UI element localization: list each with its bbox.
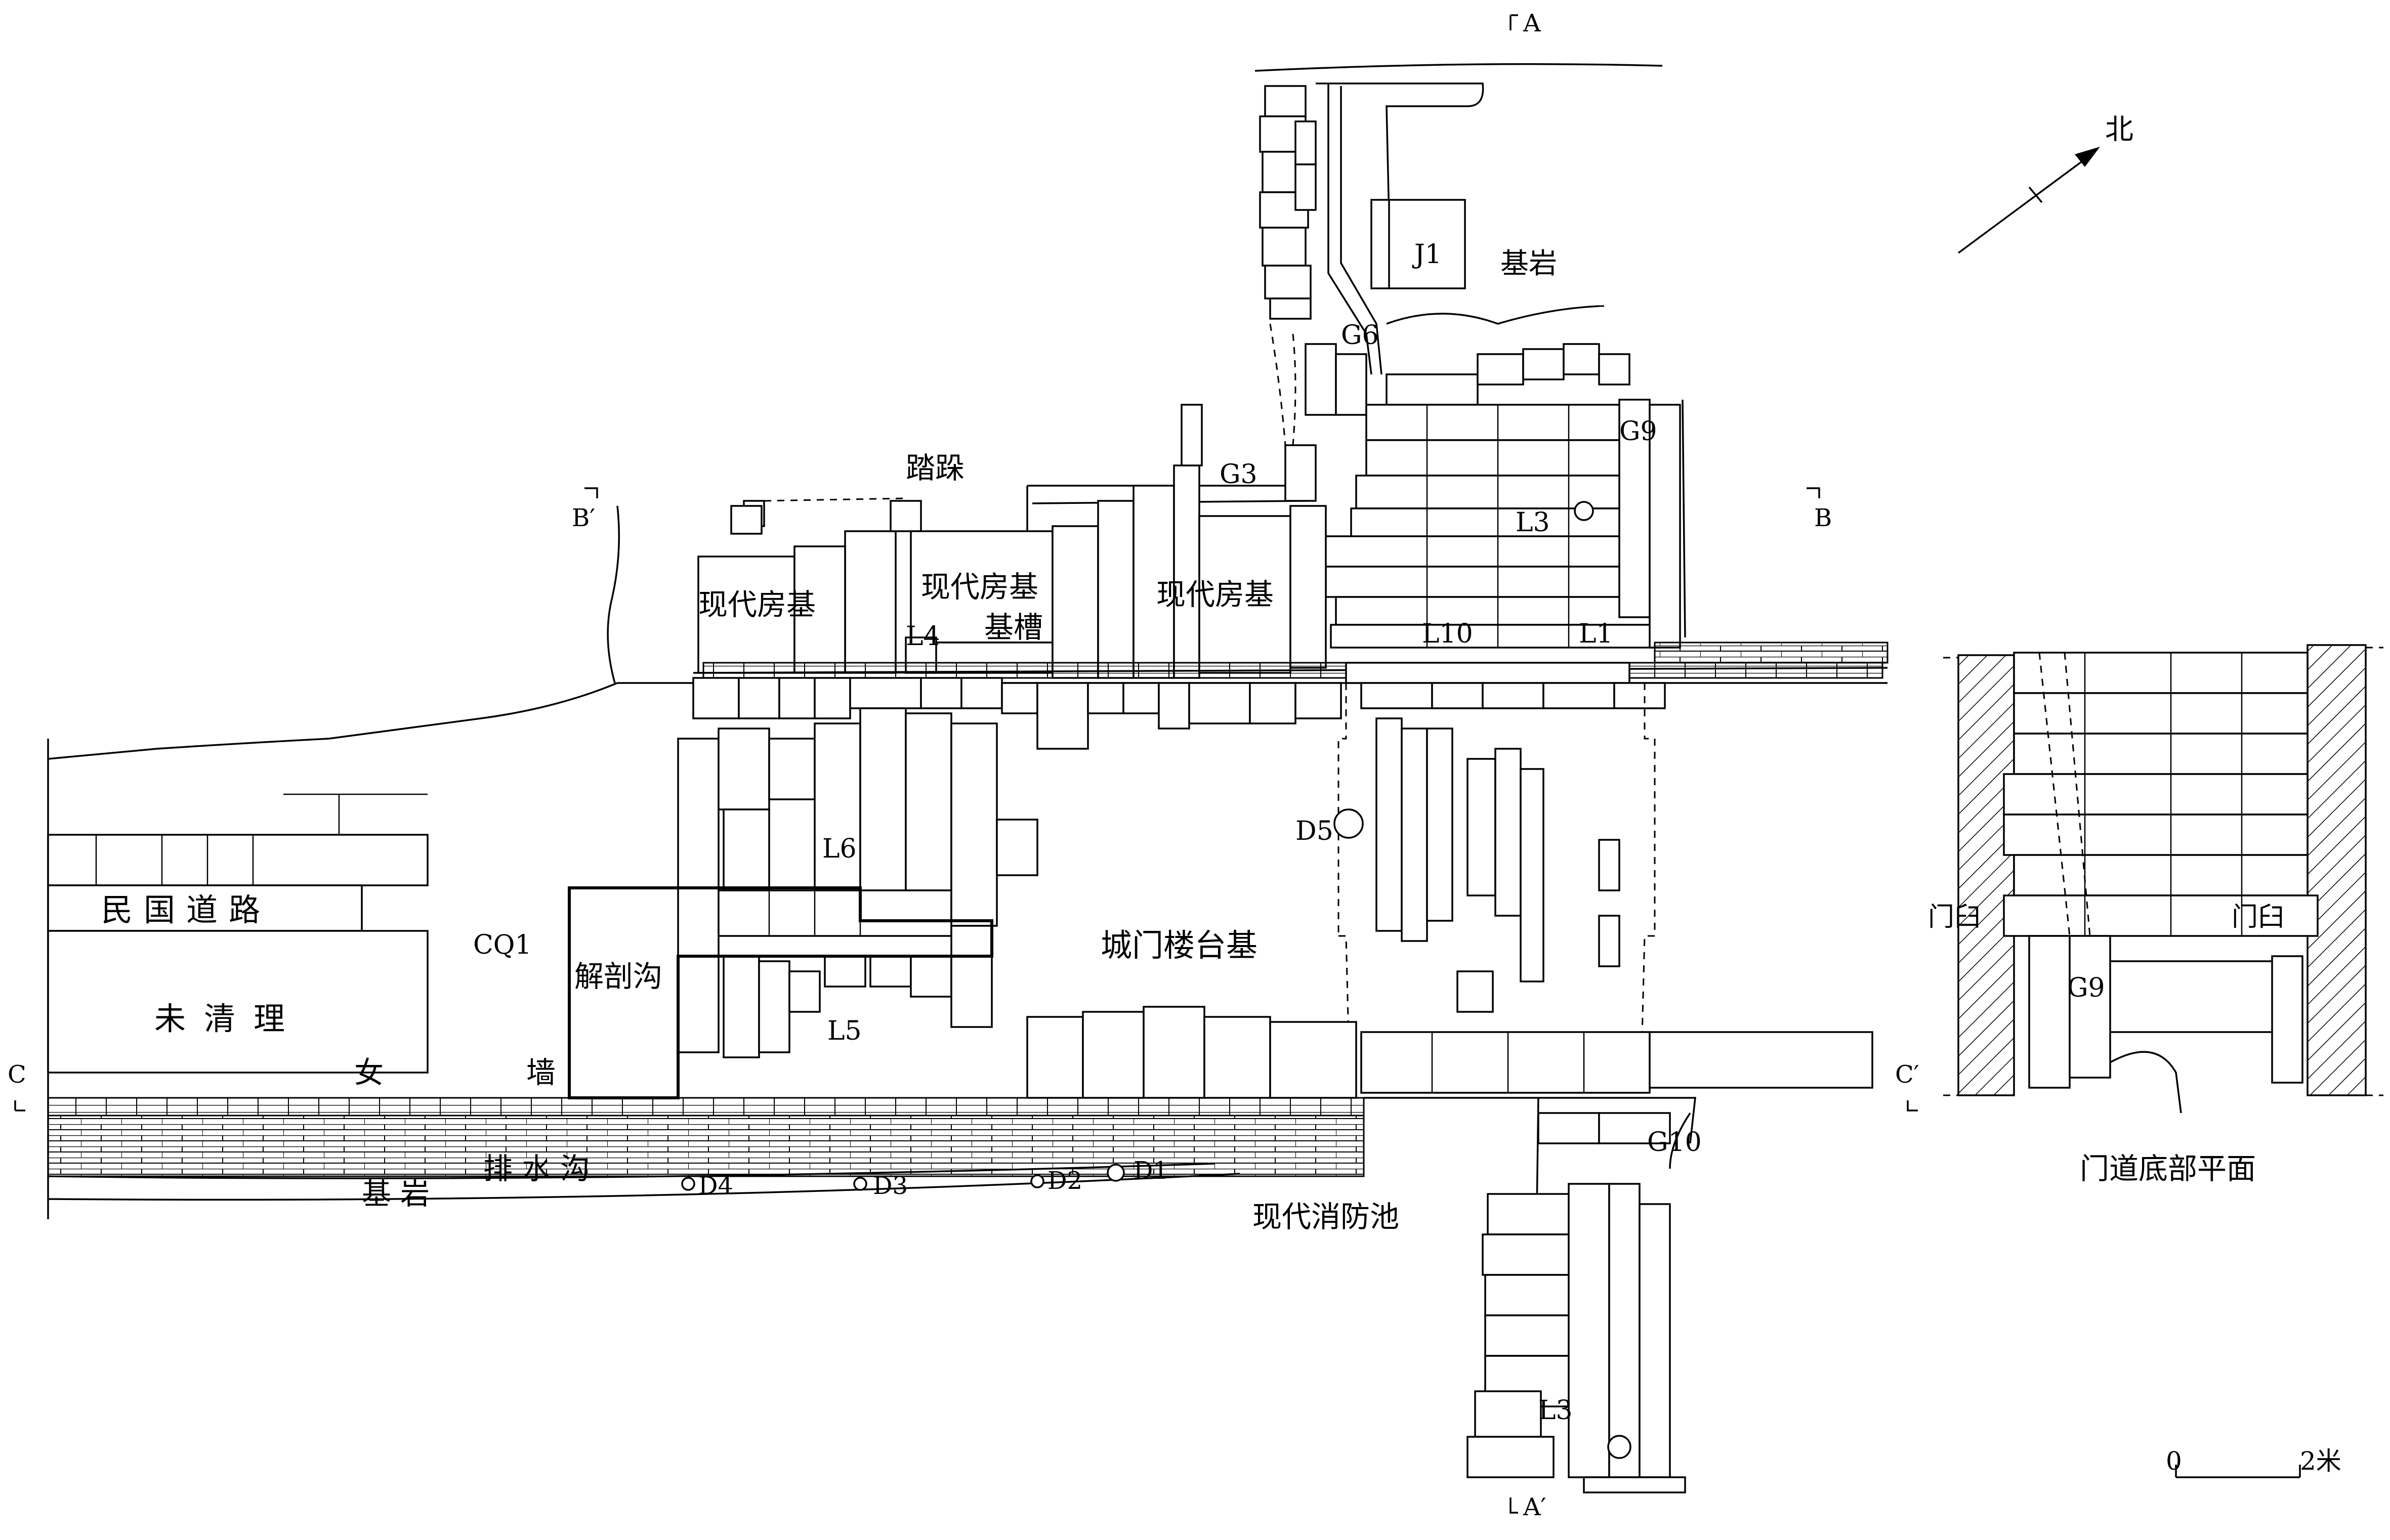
- section-b-prime-label: B′: [572, 504, 595, 532]
- scale-zero-label: 0: [2166, 1446, 2182, 1476]
- dissect-trench-label: 解剖沟: [574, 959, 662, 994]
- fire-pool-label: 现代消防池: [1252, 1200, 1399, 1234]
- inset-title-label: 门道底部平面: [2080, 1151, 2256, 1186]
- g9-inset-label: G9: [2067, 973, 2105, 1003]
- lower-stone-row: [1026, 1006, 1873, 1144]
- uncleared-label: 未清理: [154, 1000, 303, 1037]
- g10-label: G10: [1647, 1127, 1702, 1158]
- minguo-road-label: 民国道路: [101, 891, 271, 928]
- cq1-label: CQ1: [473, 930, 532, 960]
- tabu-label: 踏跺: [906, 451, 965, 485]
- drain-label: 排水沟: [483, 1151, 599, 1186]
- stone-row: [692, 662, 1666, 750]
- g6-label: G6: [1341, 320, 1379, 351]
- l3-top-stairs: [1305, 343, 1681, 649]
- lower-wall-band: [47, 1097, 1365, 1201]
- section-markers: [14, 14, 1918, 1514]
- l6-label: L6: [822, 834, 857, 864]
- d5-label: D5: [1295, 816, 1333, 846]
- d1-label: D1: [1134, 1157, 1168, 1185]
- nv-label: 女: [354, 1055, 384, 1090]
- section-c-label: C: [8, 1060, 26, 1089]
- modern-house-2-label: 现代房基: [921, 570, 1038, 604]
- section-a-label: A: [1523, 9, 1541, 37]
- north-zone-features: [1254, 63, 1686, 649]
- foundation-trench-label: 基槽: [984, 610, 1043, 645]
- l1-label: L1: [1579, 619, 1613, 649]
- north-arrow-icon: [1957, 147, 2100, 254]
- labels-layer: A A′ B′ B C C′ 北 J1 基岩 G6 G9 G3 踏跺 L3 现代…: [8, 9, 2341, 1521]
- upper-wall-band: [617, 641, 1889, 684]
- l4-label: L4: [906, 621, 940, 652]
- qiang-label: 墙: [526, 1055, 556, 1090]
- modern-house-3-label: 现代房基: [1156, 577, 1274, 612]
- section-a-prime-label: A′: [1523, 1493, 1546, 1521]
- left-zone: [47, 682, 618, 1219]
- l5-label: L5: [827, 1016, 862, 1046]
- section-c-prime-label: C′: [1895, 1060, 1919, 1089]
- south-zone: [1466, 1097, 1691, 1493]
- d3-label: D3: [873, 1172, 908, 1200]
- section-b-label: B: [1814, 504, 1832, 532]
- inset-gate-plan: [1943, 644, 2383, 1114]
- d4-label: D4: [698, 1172, 733, 1200]
- bedrock-top-label: 基岩: [1500, 247, 1557, 280]
- tower-platform-stones: [1333, 683, 1656, 1038]
- l3-bottom-label: L3: [1538, 1395, 1573, 1426]
- gate-platform-label: 城门楼台基: [1101, 927, 1257, 964]
- j1-label: J1: [1412, 239, 1442, 270]
- central-stone-grid: [677, 707, 1038, 1058]
- scale-bar: [2175, 1465, 2301, 1478]
- l10-label: L10: [1422, 619, 1473, 649]
- modern-house-1-label: 现代房基: [698, 587, 816, 622]
- north-label: 北: [2105, 113, 2133, 146]
- scale-two-label: 2米: [2300, 1446, 2341, 1476]
- men-jiu-right-label: 门臼: [2232, 902, 2284, 932]
- north-stone-column: [1259, 85, 1317, 320]
- g3-label: G3: [1220, 459, 1257, 490]
- men-jiu-left-label: 门臼: [1928, 902, 1981, 932]
- l3-top-label: L3: [1516, 507, 1550, 538]
- bedrock-bottom-label: 基岩: [362, 1177, 439, 1211]
- d2-label: D2: [1047, 1167, 1082, 1195]
- modern-house-foundations: [607, 404, 1327, 683]
- g9-label: G9: [1619, 416, 1657, 447]
